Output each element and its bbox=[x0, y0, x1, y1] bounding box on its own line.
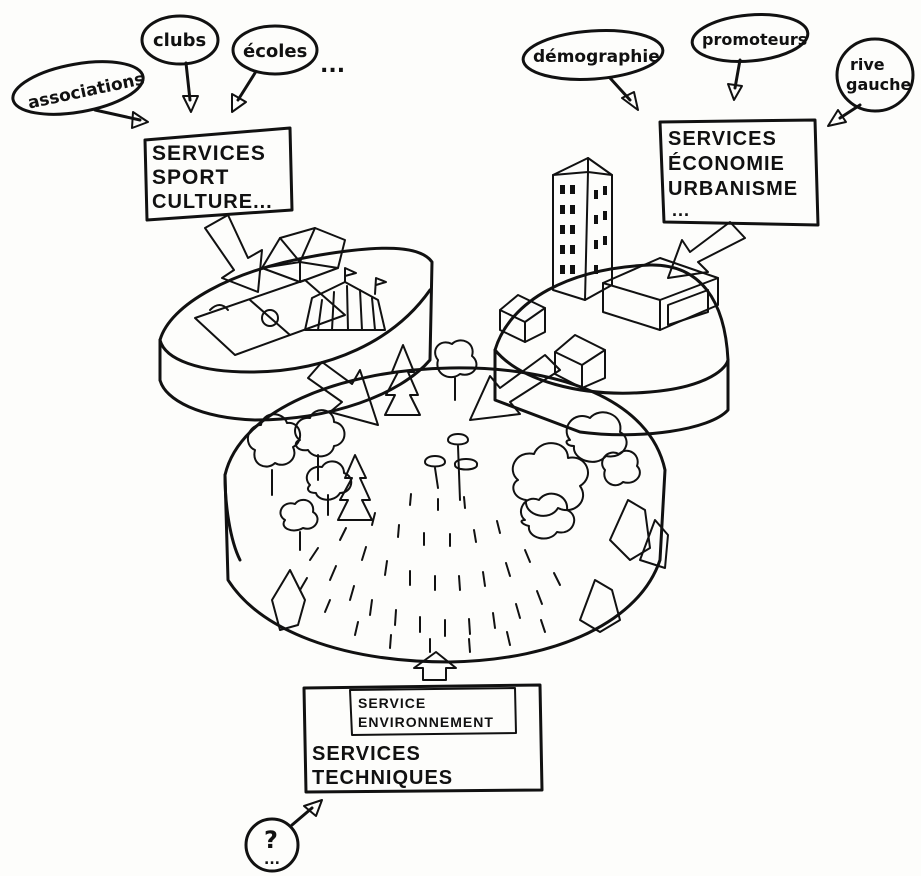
tree-icon bbox=[424, 433, 478, 501]
bubble-associations-label: associations bbox=[26, 69, 146, 113]
circus-tent-icon bbox=[304, 267, 387, 331]
env-box-line1: SERVICE bbox=[358, 695, 426, 711]
tree-icon bbox=[294, 409, 346, 481]
eco-box-line1: SERVICES bbox=[668, 128, 777, 150]
bubble-rive-gauche: rive gauche bbox=[827, 37, 915, 127]
bubble-ecoles: écoles ... bbox=[231, 24, 345, 113]
red-arrows bbox=[204, 214, 746, 426]
house-icon bbox=[499, 294, 546, 343]
bubble-demographie-label: démographie bbox=[533, 47, 660, 67]
eco-box-line2: ÉCONOMIE bbox=[668, 152, 785, 175]
eco-box-line4: ... bbox=[672, 200, 690, 220]
arrow-right-to-island bbox=[469, 354, 561, 421]
arrow-eco-to-right-platform bbox=[667, 221, 746, 279]
bubble-demographie: démographie bbox=[521, 29, 665, 111]
sports-field-icon bbox=[194, 279, 346, 356]
forest-cluster bbox=[511, 411, 641, 540]
rocks-icon bbox=[271, 499, 669, 633]
central-nature-island bbox=[223, 339, 669, 664]
bubble-associations: associations bbox=[11, 60, 149, 129]
sport-box-line2: SPORT bbox=[152, 166, 229, 189]
services-economie-box: SERVICES ÉCONOMIE URBANISME ... bbox=[658, 118, 820, 227]
services-techniques-box: SERVICE ENVIRONNEMENT SERVICES TECHNIQUE… bbox=[302, 683, 544, 794]
env-box-line2: ENVIRONNEMENT bbox=[358, 714, 494, 730]
eco-box-line3: URBANISME bbox=[668, 178, 798, 200]
pine-tree-icon bbox=[337, 454, 373, 521]
bubble-ecoles-label: écoles bbox=[243, 41, 307, 62]
sport-box-line3: CULTURE... bbox=[152, 191, 273, 213]
tree-icon bbox=[434, 339, 478, 401]
bubble-promoteurs: promoteurs bbox=[690, 13, 810, 101]
low-building-icon bbox=[602, 257, 719, 331]
dome-building-icon bbox=[261, 227, 346, 283]
right-platform bbox=[493, 157, 730, 437]
pine-tree-icon bbox=[384, 344, 421, 416]
left-platform bbox=[158, 227, 434, 422]
question-mark: ? bbox=[264, 826, 278, 854]
techniques-line1: SERVICES bbox=[312, 743, 421, 765]
green-arrow-up bbox=[413, 651, 457, 681]
bubble-ellipsis: ... bbox=[320, 53, 345, 78]
tree-icon bbox=[279, 498, 319, 551]
arrow-left-to-island bbox=[307, 361, 379, 426]
bubble-clubs-label: clubs bbox=[153, 30, 206, 51]
tower-building-icon bbox=[552, 157, 613, 301]
bubble-rive-line1: rive bbox=[850, 55, 885, 74]
tree-icon bbox=[246, 413, 302, 496]
question-dots: ... bbox=[264, 852, 280, 868]
arrow-sport-to-left-platform bbox=[204, 214, 263, 293]
tree-icon bbox=[305, 460, 353, 516]
bubble-clubs: clubs bbox=[140, 14, 220, 113]
techniques-line2: TECHNIQUES bbox=[312, 767, 453, 789]
sport-box-line1: SERVICES bbox=[152, 142, 266, 165]
services-sport-culture-box: SERVICES SPORT CULTURE... bbox=[143, 126, 294, 222]
bubble-promoteurs-label: promoteurs bbox=[702, 30, 807, 49]
bubble-rive-line2: gauche bbox=[846, 75, 912, 94]
service-environnement-box: SERVICE ENVIRONNEMENT bbox=[349, 687, 517, 736]
meadow-grass bbox=[299, 493, 561, 653]
bubble-question: ? ... bbox=[244, 799, 323, 873]
